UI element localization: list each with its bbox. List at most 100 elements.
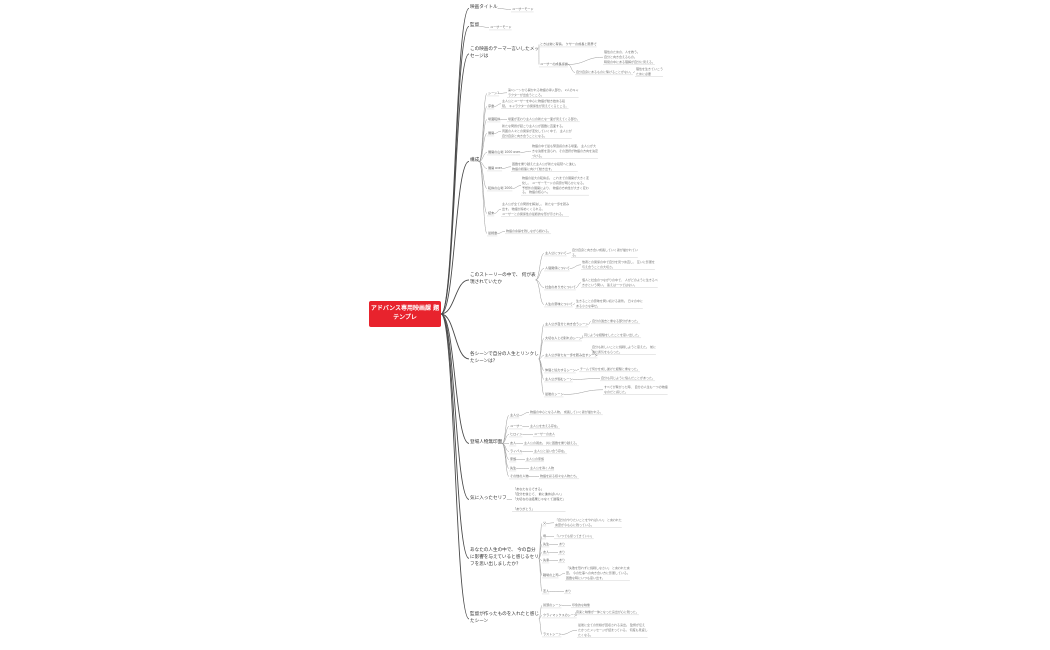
node-linked-label-6[interactable]: 最後のシーン	[545, 392, 564, 396]
connector-line	[478, 133, 488, 162]
node-structure-desc-1[interactable]: 第1シーンから開かれる物語の導入部分。 2人のキャ ラクターが出会うところ。	[508, 88, 579, 97]
node-structure-desc-4[interactable]: 新たな問題が起こり主人公が困難に直面する。 周囲の人々との関係が変化していく中で…	[502, 124, 572, 138]
node-influence-label-1[interactable]: 父	[543, 521, 547, 525]
node-director-scene-label-3[interactable]: ラストシーン	[543, 632, 562, 636]
branch-influential-lines[interactable]: あなたの人生の中で、 今の自分 に影響を与えていると感じるセリ フを思い出しまし…	[470, 548, 539, 567]
node-influence-desc-5[interactable]: あり	[559, 558, 566, 562]
node-expressed-desc-2[interactable]: 他者との関係の中で自分を見つめ直し、 互いに影響を 与え合うことの大切さ。	[582, 260, 655, 269]
node-structure-desc-6[interactable]: 困難を乗り越えた主人公が新たな段階へと進む。 物語の終盤に向けて動き出す。	[512, 162, 578, 171]
node-linked-desc-2[interactable]: 同じような経験をしたことを思い出した。	[584, 333, 642, 337]
node-structure-desc-8[interactable]: 主人公が全ての問題を解決し、 新たな一歩を踏み 出す。 物語が締めくくられる。 …	[502, 202, 569, 216]
node-linked-desc-6[interactable]: すべてが繋がった時、 自分の人生も一つの物語 なのだと感じた。	[604, 385, 668, 394]
node-char-label-5[interactable]: ライバル	[510, 449, 523, 453]
node-char-desc-7[interactable]: 主人公を導く人物	[530, 466, 555, 470]
connector-line	[497, 8, 512, 10]
node-structure-label-6[interactable]: 展開 over	[488, 166, 503, 170]
branch-favorite-lines[interactable]: 気に入ったセリフ	[470, 496, 507, 501]
node-linked-label-1[interactable]: 主人公が自分と向き合うシーン	[545, 322, 589, 326]
node-expressed-desc-1[interactable]: 自分自身と向き合い成長していく姿が描かれてい る。	[572, 248, 638, 257]
node-influence-label-2[interactable]: 母	[543, 534, 547, 538]
node-expressed-desc-3[interactable]: 個人と社会のつながりの中で、 人がどのように生きるべ きかという問い。 答えは一…	[582, 278, 658, 287]
node-influence-desc-3[interactable]: あり	[559, 542, 566, 546]
node-structure-label-2[interactable]: 序章	[488, 104, 495, 108]
node-influence-label-6[interactable]: 職場の上司	[543, 573, 559, 577]
node-linked-desc-5[interactable]: 自分も同じように悩んだことがあった。	[601, 376, 656, 380]
node-expressed-label-2[interactable]: 人間関係について	[545, 266, 570, 270]
connector-line	[502, 434, 510, 444]
connector-line	[440, 279, 470, 315]
node-char-label-6[interactable]: 家族	[510, 457, 517, 461]
connector-line	[567, 56, 604, 65]
connector-line	[478, 161, 488, 234]
node-char-desc-4[interactable]: 主人公の親友。 共に困難を乗り越える。	[524, 441, 579, 445]
node-linked-label-3[interactable]: 主人公が新たな一歩を踏み出すシーン	[545, 353, 598, 357]
branch-structure[interactable]: 構成	[470, 158, 480, 163]
node-director-scene-desc-2[interactable]: 音楽と映像が一体となった演出が心に残った。	[576, 610, 639, 614]
node-char-desc-3[interactable]: ユーザーの友人	[534, 432, 555, 436]
node-influence-label-3[interactable]: 先生	[543, 542, 550, 546]
node-favorite-lines-text[interactable]: 「あなたならできる」 「自分を信じて、 前に進めばいい」 「大切なのは結果じゃな…	[513, 487, 566, 511]
branch-what-expressed[interactable]: このストーリーの中で、 何が表 現されていたか	[470, 273, 536, 285]
node-expressed-label-3[interactable]: 社会のあり方について	[545, 285, 576, 289]
node-char-label-8[interactable]: その他の人物	[510, 474, 529, 478]
branch-theme-message[interactable]: この映画のテーマ一言いしたメッ セージは	[470, 47, 539, 59]
node-structure-desc-9[interactable]: 物語の余韻を残しながら終わる。	[506, 229, 552, 233]
node-influence-desc-2[interactable]: 「いつでも帰ってきていい」	[555, 534, 594, 538]
branch-director-scenes[interactable]: 監督が作ったものを入れたと感じ たシーン	[470, 612, 539, 624]
node-linked-label-5[interactable]: 主人公が悩むシーン	[545, 377, 573, 381]
root-node[interactable]: アドバンス専用映画課 題テンプレ	[369, 301, 441, 327]
node-char-label-2[interactable]: ユーザー	[510, 424, 523, 428]
node-linked-desc-3[interactable]: 自分も新しいことに挑戦しようと思えた。 前に 進む勇気をもらった。	[592, 345, 656, 354]
node-linked-label-2[interactable]: 大切な人との別れのシーン	[545, 336, 582, 340]
node-char-label-1[interactable]: 主人公	[510, 413, 520, 417]
node-director-scene-desc-3[interactable]: 最後に全ての伏線が回収される演出。 監督が伝え たかったメッセージが詰まっている…	[578, 623, 648, 637]
node-structure-desc-3[interactable]: 場面が変わり主人公の新たな一面が見えてくる部分。	[508, 117, 580, 121]
connector-line	[538, 558, 543, 592]
node-influence-label-7[interactable]: 恋人	[543, 589, 550, 593]
node-char-desc-2[interactable]: 主人公を支える存在。	[530, 424, 560, 428]
branch-linked-scenes[interactable]: 各シーンで自分の人生とリンクし たシーンは？	[470, 352, 539, 364]
node-structure-label-9[interactable]: 最終章	[488, 231, 498, 235]
node-structure-label-7[interactable]: 転換の山場 2000	[488, 186, 513, 190]
node-director-scene-label-1[interactable]: 冒頭のシーン	[543, 603, 562, 607]
node-influence-desc-4[interactable]: あり	[559, 550, 566, 554]
node-structure-label-4[interactable]: 展開	[488, 131, 495, 135]
node-theme-2-b-1[interactable]: 理性を生きていこう ために必要	[636, 67, 664, 76]
node-structure-desc-7[interactable]: 物語の最大の転換点。 これまでの展開が大きく変 化し、 ユーザーモードの真意が明…	[522, 176, 589, 195]
node-influence-label-5[interactable]: 先輩	[543, 558, 550, 562]
node-linked-desc-4[interactable]: チームで何かを成し遂げた経験と重なった。	[580, 367, 640, 371]
node-theme-2[interactable]: ユーザーの成長感謝	[540, 62, 568, 66]
branch-movie-title[interactable]: 映画タイトル	[470, 5, 498, 10]
node-structure-desc-5[interactable]: 物語の中で最も緊迫感のある場面。 主人公が大 きな決断を迫られ、その選択が物語の…	[532, 144, 599, 158]
node-expressed-label-1[interactable]: 主人公について	[545, 251, 567, 255]
node-structure-label-3[interactable]: 場面転換	[488, 117, 501, 121]
branch-director[interactable]: 監督	[470, 23, 480, 28]
node-expressed-label-4[interactable]: 人生の意味について	[545, 302, 573, 306]
node-director-scene-label-2[interactable]: クライマックスのシーン	[543, 613, 577, 617]
node-influence-desc-7[interactable]: あり	[565, 589, 572, 593]
node-theme-1[interactable]: ときは常に有情。 ケサーの成長と限界で	[540, 42, 597, 46]
node-char-label-4[interactable]: 友人	[510, 441, 517, 445]
node-structure-label-8[interactable]: 結末	[488, 211, 495, 215]
node-title-value[interactable]: ユーザーモード	[512, 7, 534, 11]
node-char-desc-5[interactable]: 主人公と競い合う存在。	[534, 449, 568, 453]
node-char-desc-8[interactable]: 物語を彩る様々な人物たち。	[540, 474, 580, 478]
node-theme-2-a[interactable]: 理性のための、人を救う。 自分と向き合えるもの。 時間の中にある理解が自分に見え…	[604, 50, 655, 64]
node-char-label-7[interactable]: 先生	[510, 466, 517, 470]
node-theme-2-b[interactable]: 自分自身にあるものに繋げることがない。	[576, 70, 634, 74]
node-director-scene-desc-1[interactable]: 印象的な映像	[572, 603, 591, 607]
node-influence-desc-1[interactable]: 「自分のやりたいことをやればいい」 と言われた 言葉が今も心に残っている。	[555, 518, 622, 527]
node-linked-desc-1[interactable]: 自分の過去と重なる部分があった。	[592, 319, 641, 323]
node-linked-label-4[interactable]: 仲間と協力するシーン	[545, 368, 576, 372]
node-structure-desc-2[interactable]: 主人公とユーザーを中心に物語が動き始める段 階。 キャラクターの関係性が見えてく…	[502, 99, 569, 108]
node-char-desc-1[interactable]: 物語の中心となる人物。 成長していく姿が描かれる。	[530, 410, 603, 414]
node-influence-label-4[interactable]: 友人	[543, 550, 550, 554]
node-char-label-3[interactable]: ヒロイン	[510, 432, 523, 436]
node-char-desc-6[interactable]: 主人公の家族	[526, 457, 545, 461]
node-director-value[interactable]: ユーザーモード	[490, 25, 512, 29]
node-expressed-desc-4[interactable]: 生きることの意味を問い続ける姿勢。 日々の中に ある小さな幸せ。	[576, 299, 643, 308]
branch-characters[interactable]: 登場人物無印面	[470, 440, 503, 445]
node-influence-desc-6[interactable]: 「失敗を恐れずに挑戦しなさい」 と言われた言 葉。 今の仕事への向き合い方に影響…	[566, 566, 630, 580]
node-structure-label-5[interactable]: 展開の山場 1000 over	[488, 150, 521, 154]
node-structure-label-1[interactable]: シーン1	[488, 91, 500, 95]
